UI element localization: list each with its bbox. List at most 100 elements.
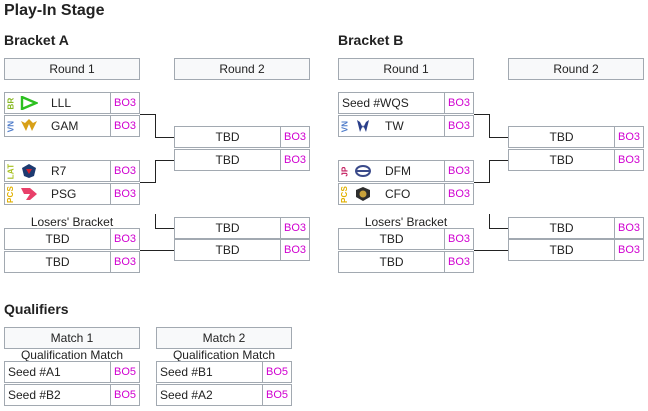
- team-name: TBD: [379, 255, 404, 269]
- match-slot-tbd[interactable]: TBD BO3: [338, 251, 474, 273]
- team-name: TBD: [549, 243, 574, 257]
- best-of-badge: BO3: [444, 161, 473, 181]
- team-name: TBD: [45, 255, 70, 269]
- team-name: TBD: [379, 232, 404, 246]
- bracket-a-round2-header: Round 2: [174, 58, 310, 80]
- best-of-badge: BO3: [110, 116, 139, 136]
- losers-bracket-label: Losers' Bracket: [364, 215, 448, 229]
- match-slot-seed-wqs[interactable]: Seed #WQS BO3: [338, 92, 474, 114]
- match-1-header: Match 1: [4, 327, 140, 349]
- best-of-badge: BO3: [280, 150, 309, 170]
- match-slot-r7[interactable]: LAT R7 BO3: [4, 160, 140, 182]
- region-tag: PCS: [6, 185, 16, 203]
- page-title: Play-In Stage: [4, 2, 105, 19]
- best-of-badge: BO3: [444, 229, 473, 249]
- team-name: TBD: [549, 221, 574, 235]
- lll-logo-icon: [19, 93, 39, 113]
- match-slot-cfo[interactable]: PCS CFO BO3: [338, 183, 474, 205]
- match-slot-seed-b1[interactable]: Seed #B1 BO5: [156, 361, 292, 383]
- qualification-match-label: Qualification Match: [172, 348, 276, 362]
- connector-line: [474, 250, 508, 251]
- connector-line: [489, 114, 490, 137]
- team-name: TBD: [215, 130, 240, 144]
- psg-logo-icon: [19, 184, 39, 204]
- match-slot-dfm[interactable]: JP DFM BO3: [338, 160, 474, 182]
- bracket-a-title: Bracket A: [4, 32, 69, 48]
- team-name: GAM: [51, 119, 79, 133]
- team-name: TW: [385, 119, 404, 133]
- best-of-badge: BO3: [614, 240, 643, 260]
- match-slot-seed-a1[interactable]: Seed #A1 BO5: [4, 361, 140, 383]
- team-name: DFM: [385, 164, 411, 178]
- best-of-badge: BO3: [280, 127, 309, 147]
- best-of-badge: BO5: [110, 385, 139, 405]
- match-slot-tbd[interactable]: TBD BO3: [4, 228, 140, 250]
- bracket-a-round1-header: Round 1: [4, 58, 140, 80]
- match-slot-tw[interactable]: VN TW BO3: [338, 115, 474, 137]
- connector-line: [474, 114, 490, 115]
- region-tag: PCS: [340, 185, 350, 203]
- connector-line: [489, 214, 490, 228]
- match-slot-tbd[interactable]: TBD BO3: [174, 126, 310, 148]
- match-slot-lll[interactable]: BR LLL BO3: [4, 92, 140, 114]
- connector-line: [140, 114, 156, 115]
- team-name: Seed #B2: [8, 388, 61, 402]
- connector-line: [155, 214, 156, 228]
- region-tag: BR: [6, 97, 16, 109]
- team-name: TBD: [549, 153, 574, 167]
- best-of-badge: BO3: [280, 240, 309, 260]
- best-of-badge: BO3: [110, 184, 139, 204]
- dfm-logo-icon: [353, 161, 373, 181]
- best-of-badge: BO3: [444, 93, 473, 113]
- team-name: TBD: [215, 221, 240, 235]
- connector-line: [489, 160, 490, 183]
- team-name: CFO: [385, 187, 411, 201]
- best-of-badge: BO3: [614, 127, 643, 147]
- match-slot-seed-b2[interactable]: Seed #B2 BO5: [4, 384, 140, 406]
- connector-line: [489, 137, 508, 138]
- match-slot-tbd[interactable]: TBD BO3: [174, 239, 310, 261]
- match-slot-tbd[interactable]: TBD BO3: [508, 149, 644, 171]
- cfo-logo-icon: [353, 184, 373, 204]
- connector-line: [155, 160, 174, 161]
- match-slot-tbd[interactable]: TBD BO3: [174, 217, 310, 239]
- match-slot-seed-a2[interactable]: Seed #A2 BO5: [156, 384, 292, 406]
- best-of-badge: BO3: [110, 93, 139, 113]
- best-of-badge: BO3: [110, 252, 139, 272]
- best-of-badge: BO3: [614, 218, 643, 238]
- team-name: LLL: [51, 96, 72, 110]
- match-slot-psg[interactable]: PCS PSG BO3: [4, 183, 140, 205]
- best-of-badge: BO3: [444, 184, 473, 204]
- connector-line: [155, 160, 156, 183]
- best-of-badge: BO3: [444, 116, 473, 136]
- match-slot-tbd[interactable]: TBD BO3: [508, 239, 644, 261]
- team-name: PSG: [51, 187, 77, 201]
- team-name: Seed #A2: [160, 388, 213, 402]
- team-name: TBD: [215, 153, 240, 167]
- team-name: Seed #A1: [8, 365, 61, 379]
- match-slot-tbd[interactable]: TBD BO3: [338, 228, 474, 250]
- connector-line: [474, 182, 490, 183]
- connector-line: [155, 228, 174, 229]
- best-of-badge: BO3: [110, 229, 139, 249]
- tw-logo-icon: [353, 116, 373, 136]
- match-2-header: Match 2: [156, 327, 292, 349]
- best-of-badge: BO3: [614, 150, 643, 170]
- match-slot-tbd[interactable]: TBD BO3: [508, 126, 644, 148]
- best-of-badge: BO5: [262, 362, 291, 382]
- team-name: TBD: [45, 232, 70, 246]
- r7-logo-icon: [19, 161, 39, 181]
- match-slot-tbd[interactable]: TBD BO3: [174, 149, 310, 171]
- bracket-b-round2-header: Round 2: [508, 58, 644, 80]
- connector-line: [140, 250, 174, 251]
- connector-line: [140, 182, 156, 183]
- connector-line: [155, 137, 174, 138]
- best-of-badge: BO5: [262, 385, 291, 405]
- match-slot-tbd[interactable]: TBD BO3: [4, 251, 140, 273]
- team-name: TBD: [549, 130, 574, 144]
- qualification-match-label: Qualification Match: [20, 348, 124, 362]
- best-of-badge: BO5: [110, 362, 139, 382]
- match-slot-tbd[interactable]: TBD BO3: [508, 217, 644, 239]
- match-slot-gam[interactable]: VN GAM BO3: [4, 115, 140, 137]
- best-of-badge: BO3: [110, 161, 139, 181]
